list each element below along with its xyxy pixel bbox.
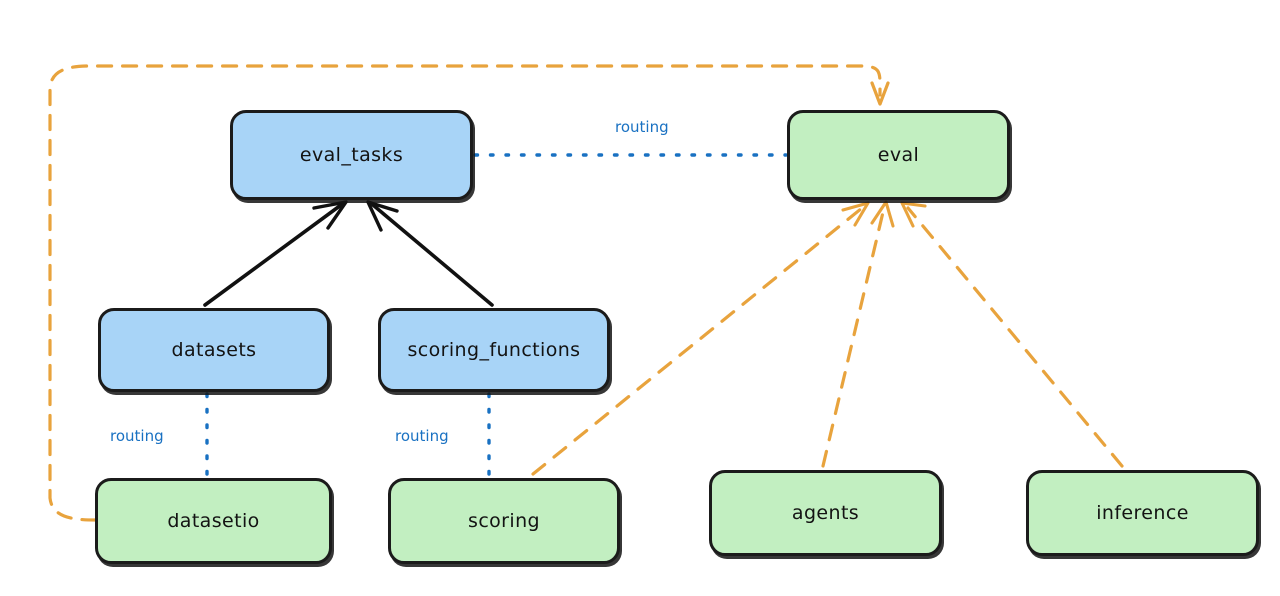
edge-scoring_functions-to-eval_tasks bbox=[366, 200, 494, 307]
edge-label-routing-datasets: routing bbox=[110, 427, 164, 445]
edge-scoring-to-eval bbox=[531, 201, 870, 476]
edge-agents-to-eval bbox=[821, 200, 895, 468]
edge-datasets-to-eval_tasks bbox=[203, 200, 348, 307]
node-label-eval: eval bbox=[877, 144, 920, 166]
edge-datasetio-to-eval bbox=[48, 64, 890, 522]
node-label-datasets: datasets bbox=[171, 339, 257, 361]
node-label-agents: agents bbox=[791, 502, 860, 524]
node-eval-tasks[interactable]: eval_tasks bbox=[230, 110, 473, 200]
node-label-scoring: scoring bbox=[468, 510, 540, 532]
node-scoring-functions[interactable]: scoring_functions bbox=[378, 308, 610, 392]
node-label-inference: inference bbox=[1096, 502, 1189, 524]
node-agents[interactable]: agents bbox=[709, 470, 942, 556]
edge-inference-to-eval bbox=[900, 201, 1124, 468]
edge-label-routing-scoring: routing bbox=[395, 427, 449, 445]
node-datasetio[interactable]: datasetio bbox=[95, 478, 332, 564]
node-inference[interactable]: inference bbox=[1026, 470, 1259, 556]
node-label-datasetio: datasetio bbox=[167, 510, 260, 532]
node-label-eval-tasks: eval_tasks bbox=[299, 144, 404, 166]
node-datasets[interactable]: datasets bbox=[98, 308, 330, 392]
node-scoring[interactable]: scoring bbox=[388, 478, 620, 564]
node-label-scoring-functions: scoring_functions bbox=[407, 339, 581, 361]
edge-label-routing-eval: routing bbox=[615, 118, 669, 136]
node-eval[interactable]: eval bbox=[787, 110, 1010, 200]
